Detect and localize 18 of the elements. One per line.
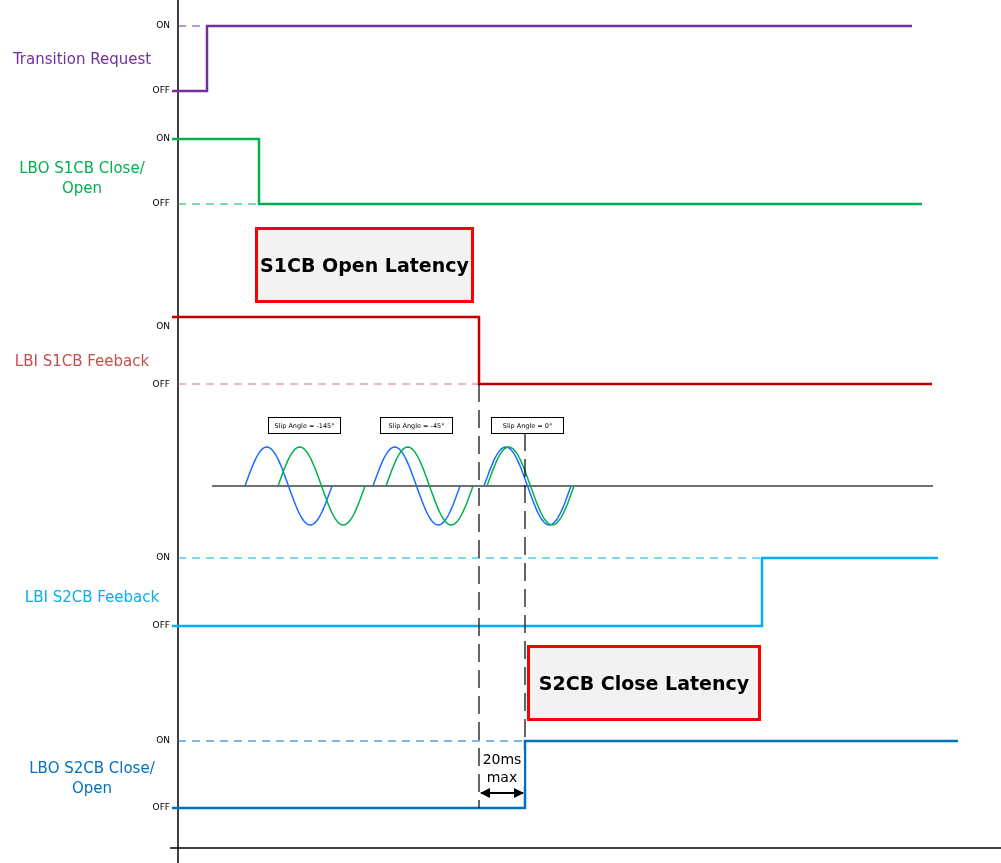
latency-callout: S1CB Open Latency (255, 227, 474, 303)
signal-name: LBI S2CB Feeback (23, 587, 161, 607)
state-label: OFF (151, 198, 170, 208)
signal-name: Transition Request (11, 49, 153, 69)
state-label: ON (155, 133, 170, 143)
state-label: OFF (151, 85, 170, 95)
state-label: ON (155, 552, 170, 562)
signal-name: LBO S1CB Close/ Open (18, 158, 146, 198)
dimension-label: 20ms max (480, 750, 524, 786)
state-label: OFF (151, 620, 170, 630)
state-label: OFF (151, 379, 170, 389)
state-label: OFF (151, 802, 170, 812)
latency-callout: S2CB Close Latency (527, 645, 761, 721)
state-label: ON (155, 321, 170, 331)
state-label: ON (155, 735, 170, 745)
signal-name: LBI S1CB Feeback (13, 351, 151, 371)
state-label: ON (155, 20, 170, 30)
signal-name: LBO S2CB Close/ Open (28, 758, 156, 798)
